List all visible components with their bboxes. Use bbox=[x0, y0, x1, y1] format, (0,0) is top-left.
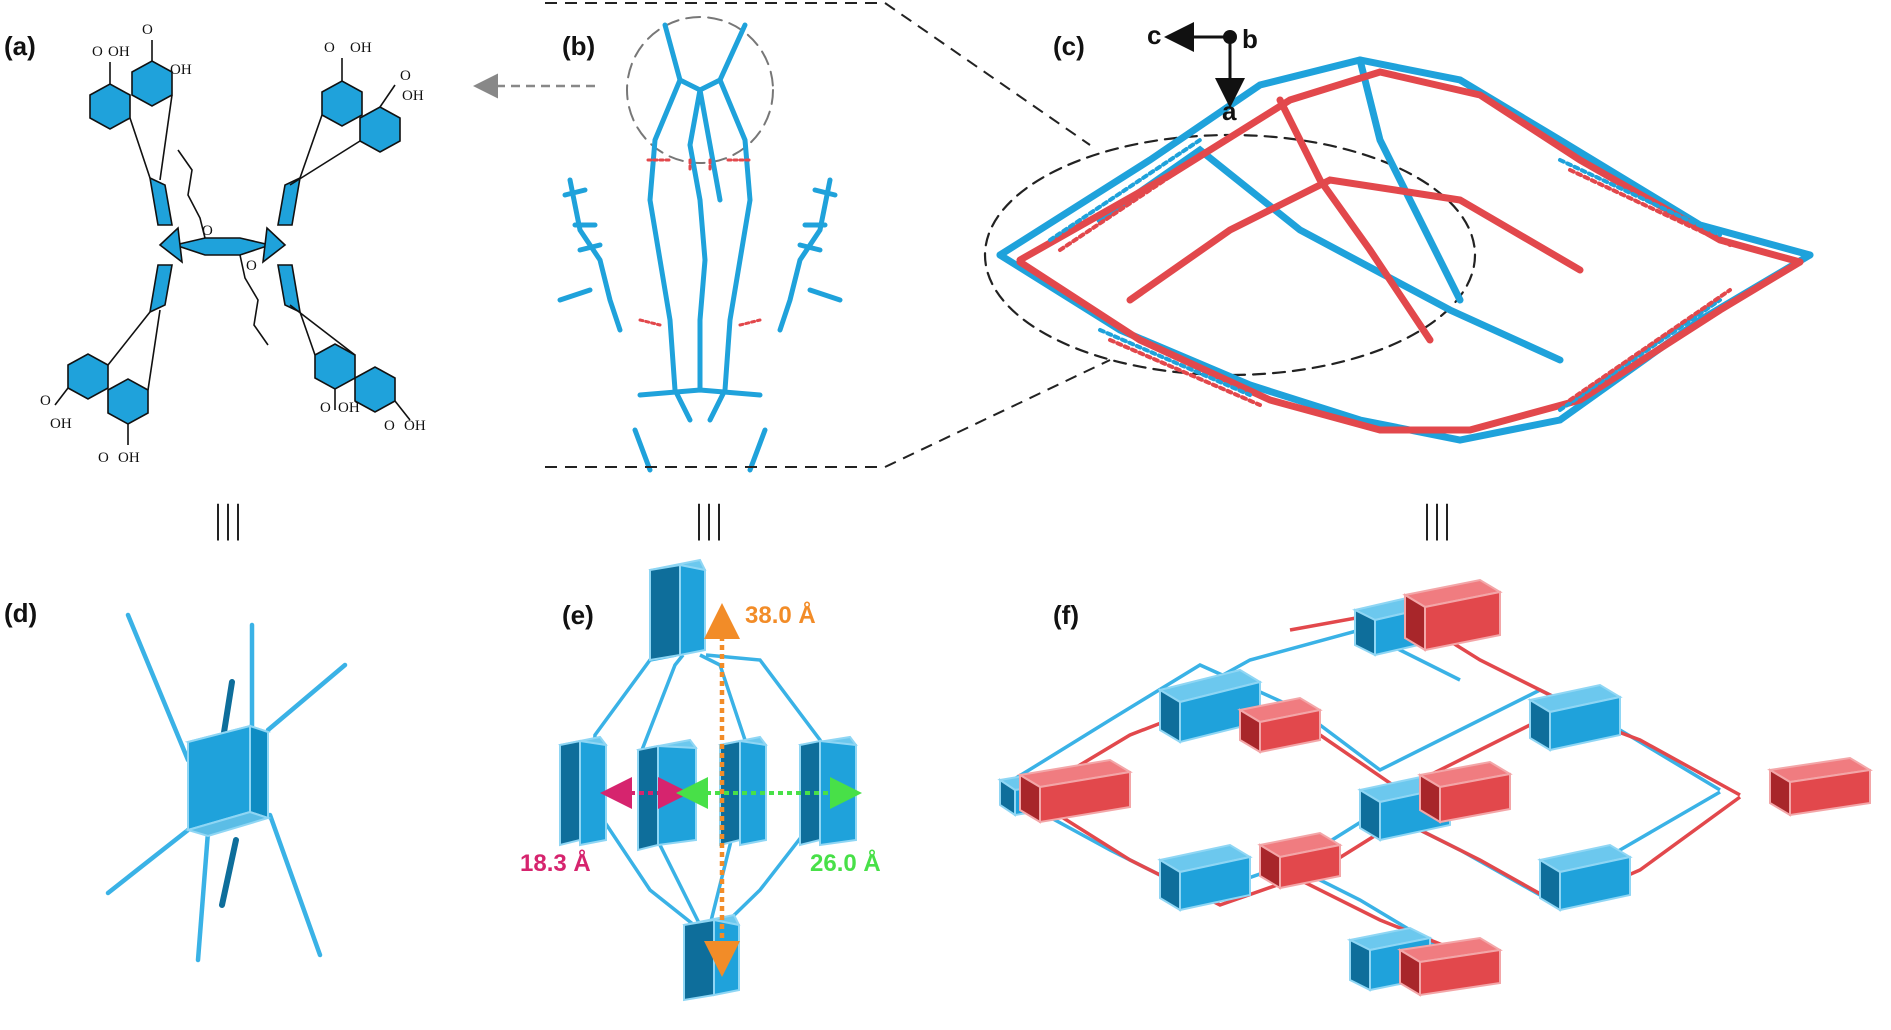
panel-b-structure bbox=[557, 16, 843, 473]
structure-bonds bbox=[54, 40, 411, 445]
chem-label: OH bbox=[108, 44, 130, 60]
chem-label: OH bbox=[170, 62, 192, 78]
blue-box bbox=[1527, 683, 1623, 752]
equivalence-symbol-a: ||| bbox=[214, 496, 245, 541]
chem-label: O bbox=[246, 258, 257, 274]
box-left-1 bbox=[558, 735, 608, 847]
blue-box bbox=[1157, 843, 1253, 912]
zoom-lines bbox=[545, 2, 1111, 468]
structure-core bbox=[67, 60, 401, 425]
box-top bbox=[648, 558, 707, 662]
red-box bbox=[1767, 756, 1873, 817]
chem-label: O bbox=[324, 40, 335, 56]
panel-c-framework bbox=[983, 22, 1814, 444]
red-box bbox=[1257, 831, 1343, 890]
chem-label: O bbox=[202, 223, 213, 239]
chem-label: O bbox=[384, 418, 395, 434]
red-box bbox=[1017, 758, 1133, 824]
panel-label-e: (e) bbox=[562, 600, 594, 630]
panel-label-c: (c) bbox=[1053, 31, 1085, 61]
measure-label-vertical: 38.0 Å bbox=[745, 602, 816, 629]
axis-label-b: b bbox=[1242, 24, 1258, 54]
panel-f-network bbox=[997, 578, 1873, 997]
panel-label-a: (a) bbox=[4, 31, 36, 61]
equivalence-symbol-b: ||| bbox=[695, 496, 726, 541]
box-bottom bbox=[682, 913, 741, 1002]
zoom-circle bbox=[626, 16, 774, 164]
panel-label-d: (d) bbox=[4, 598, 38, 628]
chem-label: O bbox=[320, 400, 331, 416]
blue-box bbox=[1537, 843, 1633, 912]
panel-e-network bbox=[558, 558, 862, 1002]
panel-a-structure: O OH O OH O OH O OH O OH O OH O OH O OH … bbox=[40, 22, 426, 466]
chem-label: O bbox=[98, 450, 109, 466]
red-box bbox=[1402, 578, 1503, 652]
equivalence-symbol-c: ||| bbox=[1423, 496, 1454, 541]
panel-label-b: (b) bbox=[562, 31, 596, 61]
chem-label: OH bbox=[118, 450, 140, 466]
chem-label: OH bbox=[338, 400, 360, 416]
node-box bbox=[184, 724, 272, 838]
chem-label: OH bbox=[404, 418, 426, 434]
axis-indicator bbox=[1164, 22, 1245, 108]
axis-label-c: c bbox=[1147, 20, 1162, 50]
chem-label: O bbox=[40, 393, 51, 409]
chem-label: O bbox=[92, 44, 103, 60]
axis-label-a: a bbox=[1222, 96, 1237, 126]
chem-label: O bbox=[400, 68, 411, 84]
measure-label-short: 18.3 Å bbox=[520, 850, 591, 877]
red-box bbox=[1417, 760, 1513, 824]
panel-label-f: (f) bbox=[1053, 600, 1079, 630]
chem-label: OH bbox=[350, 40, 372, 56]
chem-label: O bbox=[142, 22, 153, 38]
panel-d-node bbox=[105, 612, 348, 963]
chem-label: OH bbox=[402, 88, 424, 104]
red-box bbox=[1237, 696, 1323, 754]
measure-label-long: 26.0 Å bbox=[810, 850, 881, 877]
red-box bbox=[1397, 936, 1503, 997]
chem-label: OH bbox=[50, 416, 72, 432]
